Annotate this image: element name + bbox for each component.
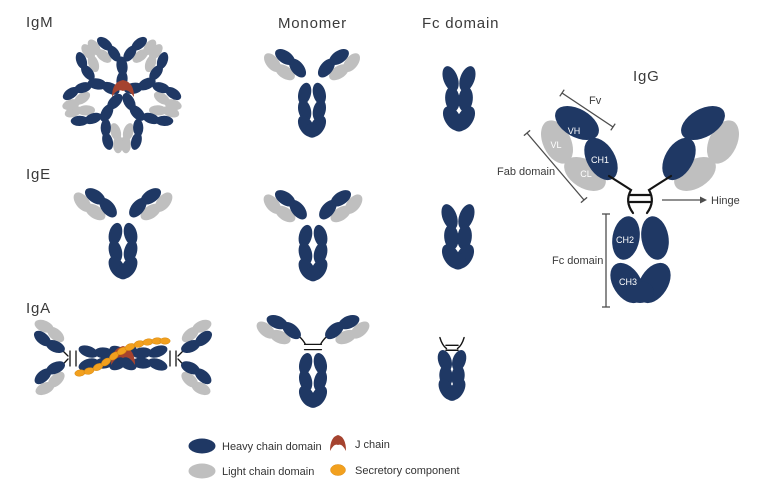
igg-ch2-left-ellipse xyxy=(612,216,640,260)
igg-fv-label: Fv xyxy=(589,95,602,107)
igm-structure xyxy=(50,29,194,166)
igg-structure: VH VL CH1 CL CH2 CH3 Fv Fab domain Hinge xyxy=(497,89,740,308)
igg-ch1-ellipse xyxy=(584,137,618,181)
iga-structure xyxy=(25,314,221,401)
igg-fc-label: Fc domain xyxy=(552,255,603,267)
igg-fab-label: Fab domain xyxy=(497,166,555,178)
ige-label: IgE xyxy=(26,166,51,183)
igm-label: IgM xyxy=(26,14,53,31)
legend-secretory-label: Secretory component xyxy=(355,465,460,477)
igg-fab-measure xyxy=(523,129,588,204)
igg-vh-label: VH xyxy=(568,126,581,136)
iga-secretory-component xyxy=(74,337,171,377)
igg-ch1-label: CH1 xyxy=(591,155,609,165)
iga-label: IgA xyxy=(26,300,51,317)
legend-heavy-chain-label: Heavy chain domain xyxy=(222,441,322,453)
igm-j-chain xyxy=(112,80,134,97)
legend: Heavy chain domain Light chain domain J … xyxy=(188,435,460,479)
monomer-structure-row2 xyxy=(258,180,368,283)
monomer-structure-row1 xyxy=(259,39,366,139)
monomer-structure-row3 xyxy=(252,306,374,410)
iga-right-monomer xyxy=(115,314,221,401)
fc-structure-row2 xyxy=(438,201,478,272)
legend-secretory-swatch xyxy=(330,464,346,476)
igg-ch2-right-ellipse xyxy=(641,216,669,260)
ige-structure xyxy=(68,178,178,281)
igg-hinge-region xyxy=(607,174,673,215)
legend-heavy-chain-swatch xyxy=(188,438,216,454)
igg-label: IgG xyxy=(633,68,660,85)
igg-vh-ellipse xyxy=(555,105,599,141)
igg-vl-label: VL xyxy=(550,140,561,150)
legend-light-chain-swatch xyxy=(188,463,216,479)
fc-domain-column-label: Fc domain xyxy=(422,15,499,32)
fc-structure-row1 xyxy=(439,63,479,134)
igg-hinge-label: Hinge xyxy=(711,195,740,207)
igg-ch2-label: CH2 xyxy=(616,235,634,245)
igg-cl-label: CL xyxy=(580,169,592,179)
igg-fc-measure xyxy=(602,213,610,308)
monomer-column-label: Monomer xyxy=(278,15,347,32)
igg-right-arm xyxy=(662,105,739,192)
igg-ch3-label: CH3 xyxy=(619,277,637,287)
fc-structure-row3 xyxy=(434,336,470,404)
legend-j-chain-label: J chain xyxy=(355,439,390,451)
legend-j-chain-swatch xyxy=(330,435,346,451)
igg-hinge-arrow xyxy=(662,196,707,204)
iga-left-monomer xyxy=(25,314,131,401)
igg-fv-measure xyxy=(559,89,616,131)
igg-ch3-base-ellipse xyxy=(626,281,654,303)
legend-light-chain-label: Light chain domain xyxy=(222,466,314,478)
